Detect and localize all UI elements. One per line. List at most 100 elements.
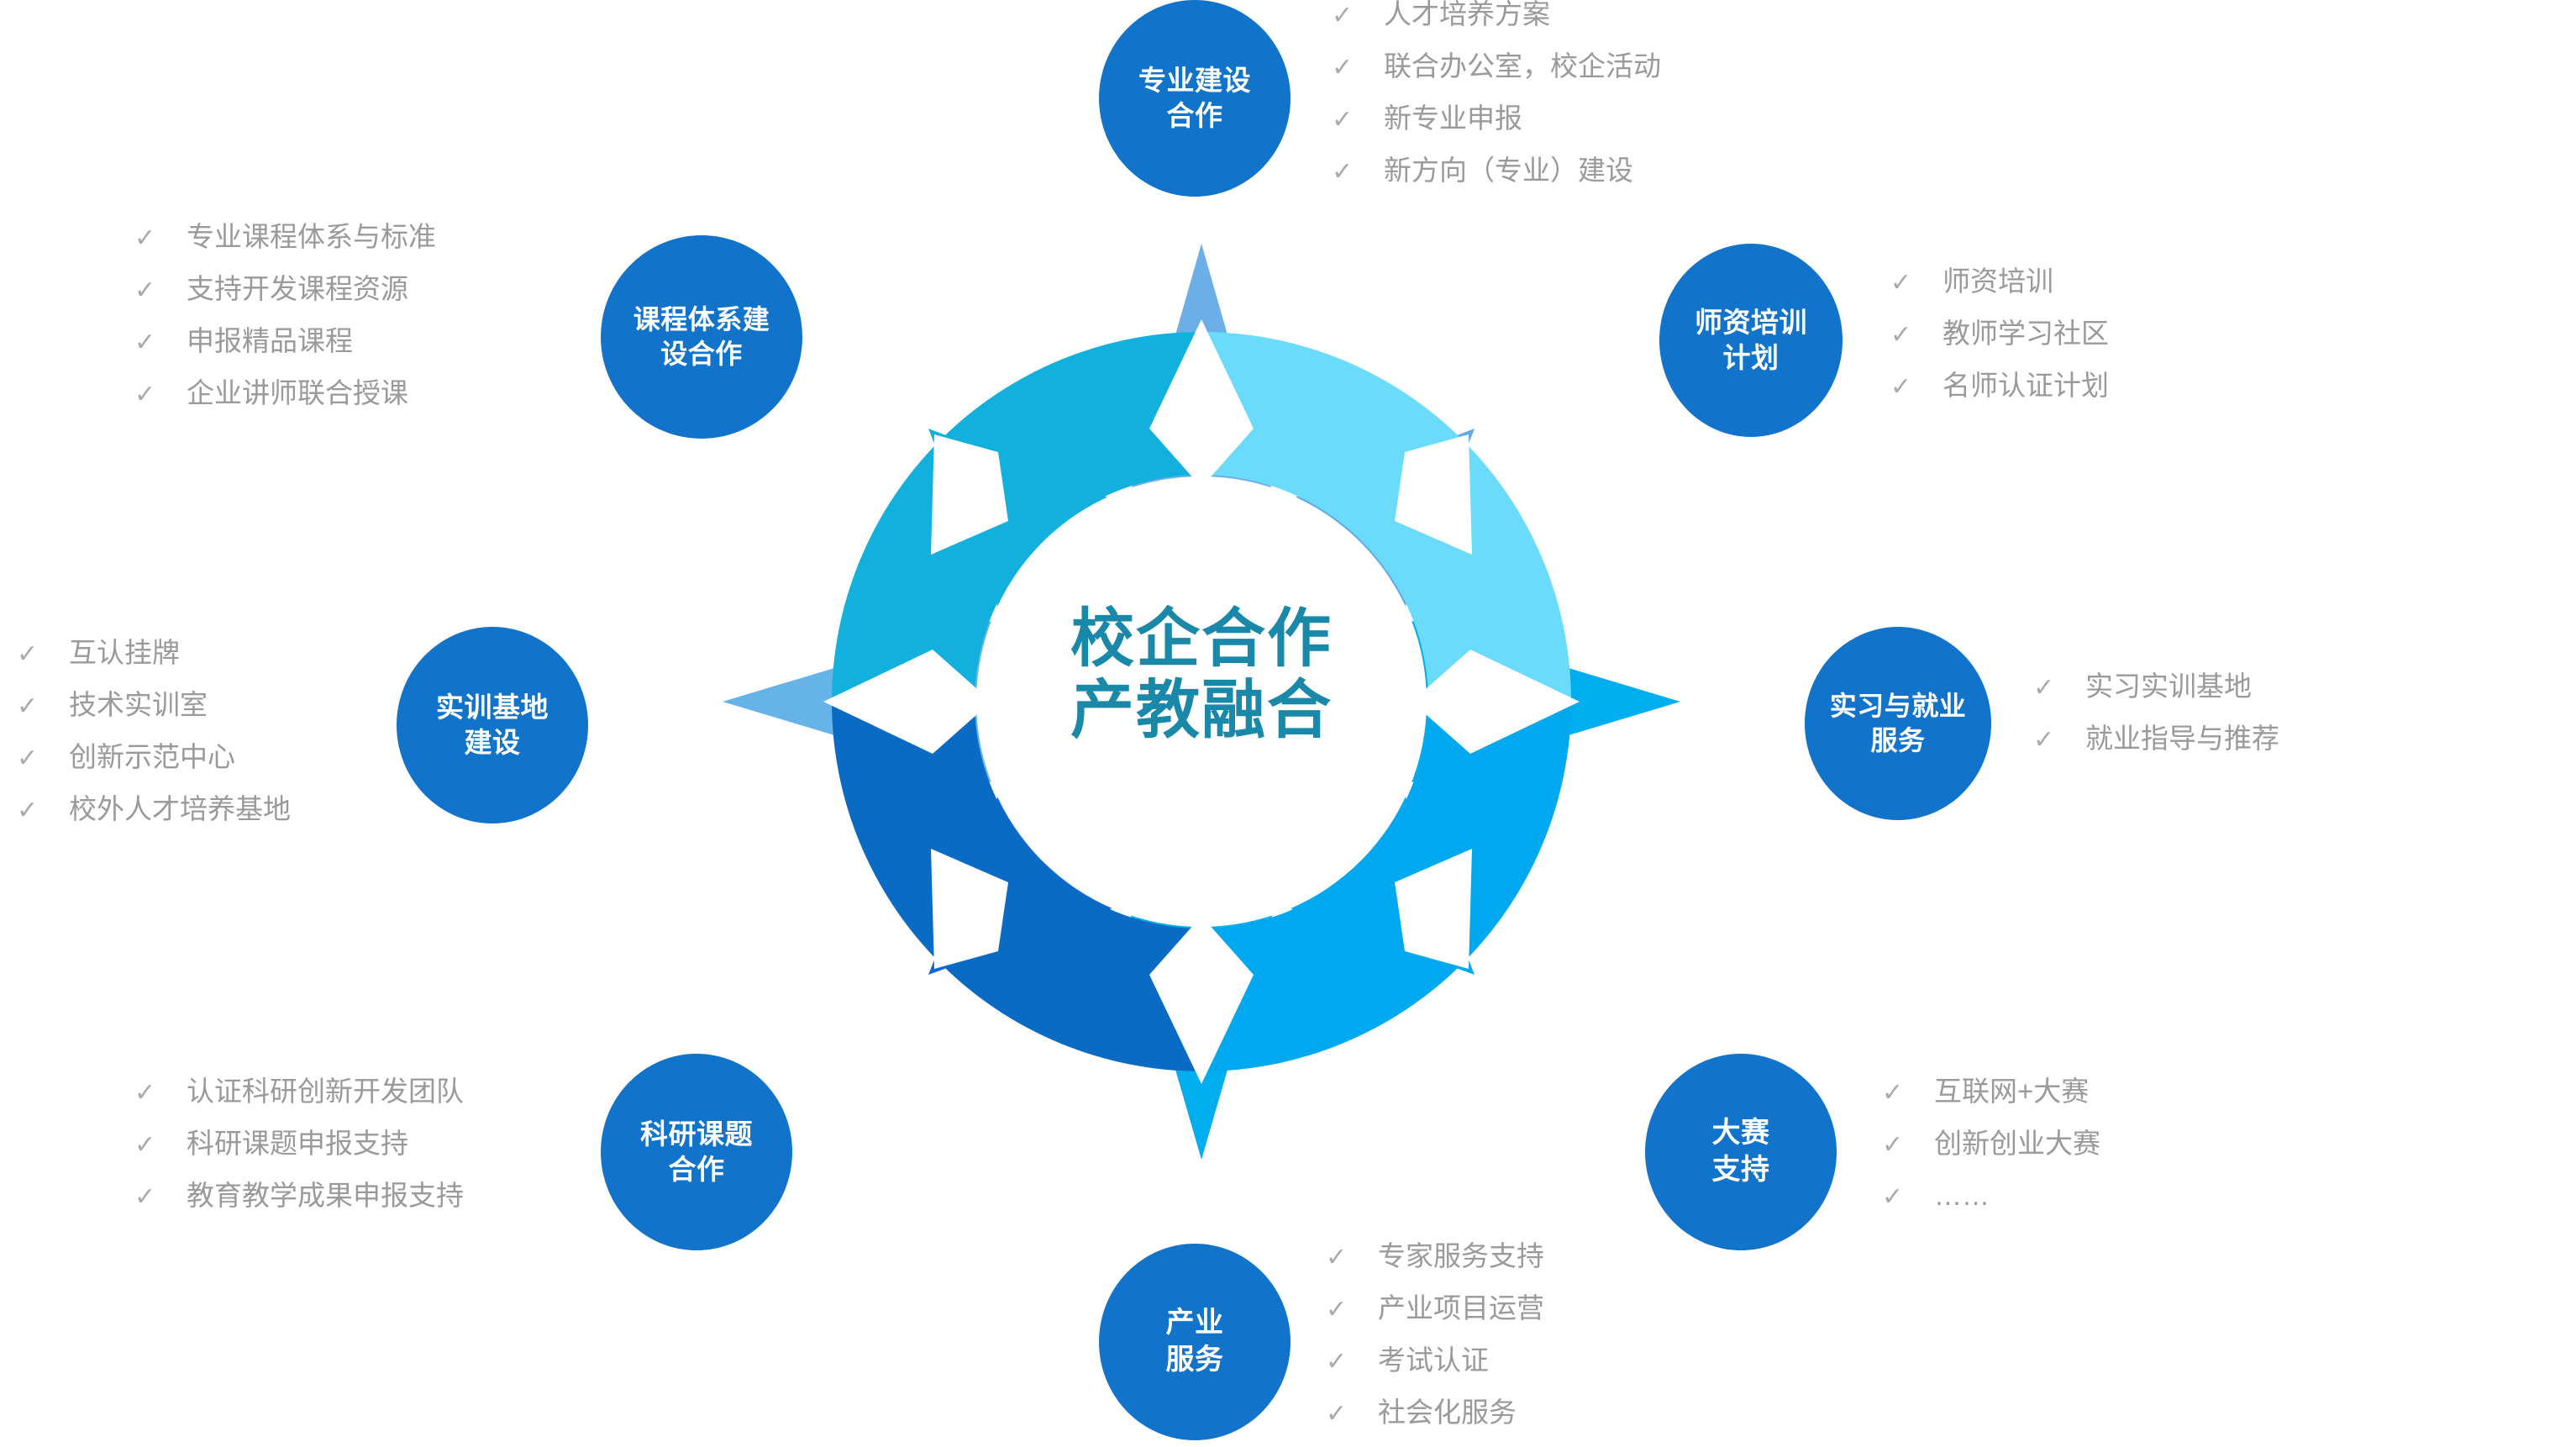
bullets-research-topic-cooperation: ✓ 认证科研创新开发团队 ✓ 科研课题申报支持 ✓ 教育教学成果申报支持 <box>134 1077 464 1234</box>
bullets-teacher-training-plan: ✓ 师资培训 ✓ 教师学习社区 ✓ 名师认证计划 <box>1890 267 2109 424</box>
list-item: ✓ 创新创业大赛 <box>1882 1129 2100 1181</box>
node-label: 大赛 支持 <box>1711 1117 1770 1186</box>
check-icon: ✓ <box>134 329 156 356</box>
list-item: ✓ 互认挂牌 <box>17 639 291 691</box>
list-item-label: 专家服务支持 <box>1378 1240 1544 1271</box>
list-item-label: 产业项目运营 <box>1378 1292 1544 1323</box>
list-item: ✓ 科研课题申报支持 <box>134 1129 464 1181</box>
list-item: ✓ 申报精品课程 <box>134 327 436 379</box>
check-icon: ✓ <box>17 640 39 668</box>
check-icon: ✓ <box>1326 1296 1348 1323</box>
list-item-label: 互认挂牌 <box>69 637 180 668</box>
check-icon: ✓ <box>2033 726 2055 754</box>
notch-s <box>1149 916 1254 1084</box>
list-item-label: 专业课程体系与标准 <box>187 221 436 252</box>
list-item: ✓ …… <box>1882 1181 2100 1234</box>
check-icon: ✓ <box>17 692 39 720</box>
list-item-label: 就业指导与推荐 <box>2085 723 2279 754</box>
central-gear-graphic <box>689 185 1714 1218</box>
bullets-curriculum-system-cooperation: ✓ 专业课程体系与标准 ✓ 支持开发课程资源 ✓ 申报精品课程 ✓ 企业讲师联合… <box>134 223 436 431</box>
list-item: ✓ 师资培训 <box>1890 267 2109 319</box>
list-item: ✓ 技术实训室 <box>17 691 291 743</box>
list-item-label: 实习实训基地 <box>2085 671 2252 702</box>
node-research-topic-cooperation[interactable]: 科研课题 合作 <box>601 1054 792 1250</box>
node-internship-employment-service[interactable]: 实习与就业 服务 <box>1805 627 1991 820</box>
list-item-label: 创新创业大赛 <box>1934 1128 2100 1159</box>
check-icon: ✓ <box>1890 373 1912 401</box>
notch-se <box>1395 849 1472 969</box>
list-item-label: 校外人才培养基地 <box>69 793 291 824</box>
bullets-professional-construction-cooperation: ✓ 人才培养方案 ✓ 联合办公室，校企活动 ✓ 新专业申报 ✓ 新方向（专业）建… <box>1332 0 1661 208</box>
list-item: ✓ 新方向（专业）建设 <box>1332 156 1661 208</box>
check-icon: ✓ <box>1326 1400 1348 1428</box>
inner-disc <box>976 476 1427 927</box>
check-icon: ✓ <box>1326 1348 1348 1376</box>
list-item: ✓ 名师认证计划 <box>1890 371 2109 424</box>
check-icon: ✓ <box>134 381 156 408</box>
bullets-training-base-construction: ✓ 互认挂牌 ✓ 技术实训室 ✓ 创新示范中心 ✓ 校外人才培养基地 <box>17 639 291 847</box>
list-item-label: …… <box>1934 1180 1990 1211</box>
node-label: 实习与就业 服务 <box>1829 691 1967 755</box>
list-item: ✓ 人才培养方案 <box>1332 0 1661 52</box>
bullets-industry-service: ✓ 专家服务支持 ✓ 产业项目运营 ✓ 考试认证 ✓ 社会化服务 <box>1326 1242 1544 1447</box>
list-item: ✓ 支持开发课程资源 <box>134 275 436 327</box>
list-item-label: 社会化服务 <box>1378 1397 1517 1428</box>
node-label: 师资培训 计划 <box>1695 306 1807 373</box>
notch-nw <box>931 434 1008 555</box>
notch-w <box>823 650 991 754</box>
check-icon: ✓ <box>1882 1079 1904 1107</box>
check-icon: ✓ <box>1890 269 1912 297</box>
list-item: ✓ 互联网+大赛 <box>1882 1077 2100 1129</box>
list-item-label: 科研课题申报支持 <box>187 1128 408 1159</box>
list-item: ✓ 企业讲师联合授课 <box>134 379 436 431</box>
list-item-label: 技术实训室 <box>69 689 208 720</box>
list-item: ✓ 创新示范中心 <box>17 743 291 795</box>
check-icon: ✓ <box>1332 106 1354 134</box>
list-item-label: 认证科研创新开发团队 <box>187 1076 464 1107</box>
check-icon: ✓ <box>1326 1244 1348 1271</box>
list-item-label: 创新示范中心 <box>69 741 235 772</box>
node-industry-service[interactable]: 产业 服务 <box>1099 1244 1291 1440</box>
list-item: ✓ 教师学习社区 <box>1890 319 2109 371</box>
check-icon: ✓ <box>134 1183 156 1211</box>
center-title: 校企合作 产教融合 <box>1070 603 1333 747</box>
list-item-label: 名师认证计划 <box>1943 370 2109 401</box>
list-item: ✓ 实习实训基地 <box>2033 672 2279 724</box>
list-item: ✓ 认证科研创新开发团队 <box>134 1077 464 1129</box>
notch-e <box>1412 650 1580 754</box>
check-icon: ✓ <box>1332 54 1354 82</box>
notch-sw <box>931 849 1008 969</box>
list-item: ✓ 专家服务支持 <box>1326 1242 1544 1294</box>
notch-n <box>1149 319 1254 487</box>
check-icon: ✓ <box>1882 1183 1904 1211</box>
node-competition-support[interactable]: 大赛 支持 <box>1645 1054 1837 1250</box>
node-label: 产业 服务 <box>1165 1307 1224 1376</box>
list-item: ✓ 新专业申报 <box>1332 104 1661 156</box>
check-icon: ✓ <box>134 1079 156 1107</box>
bullets-competition-support: ✓ 互联网+大赛 ✓ 创新创业大赛 ✓ …… <box>1882 1077 2100 1234</box>
list-item-label: 新专业申报 <box>1384 103 1522 134</box>
check-icon: ✓ <box>134 1131 156 1159</box>
check-icon: ✓ <box>17 745 39 772</box>
check-icon: ✓ <box>134 276 156 304</box>
list-item: ✓ 考试认证 <box>1326 1346 1544 1398</box>
node-teacher-training-plan[interactable]: 师资培训 计划 <box>1659 244 1843 437</box>
list-item-label: 申报精品课程 <box>187 325 353 356</box>
list-item: ✓ 校外人才培养基地 <box>17 795 291 847</box>
list-item: ✓ 教育教学成果申报支持 <box>134 1181 464 1234</box>
check-icon: ✓ <box>1332 2 1354 29</box>
check-icon: ✓ <box>17 797 39 824</box>
bullets-internship-employment-service: ✓ 实习实训基地 ✓ 就业指导与推荐 <box>2033 672 2279 776</box>
list-item-label: 考试认证 <box>1378 1344 1489 1376</box>
node-curriculum-system-cooperation[interactable]: 课程体系建 设合作 <box>601 235 802 439</box>
list-item: ✓ 联合办公室，校企活动 <box>1332 52 1661 104</box>
node-training-base-construction[interactable]: 实训基地 建设 <box>397 627 588 823</box>
check-icon: ✓ <box>2033 674 2055 702</box>
check-icon: ✓ <box>1882 1131 1904 1159</box>
list-item-label: 企业讲师联合授课 <box>187 377 408 408</box>
node-professional-construction-cooperation[interactable]: 专业建设 合作 <box>1099 0 1291 197</box>
list-item-label: 教师学习社区 <box>1943 318 2109 349</box>
gear-notches <box>823 319 1580 1084</box>
list-item-label: 联合办公室，校企活动 <box>1384 50 1661 82</box>
